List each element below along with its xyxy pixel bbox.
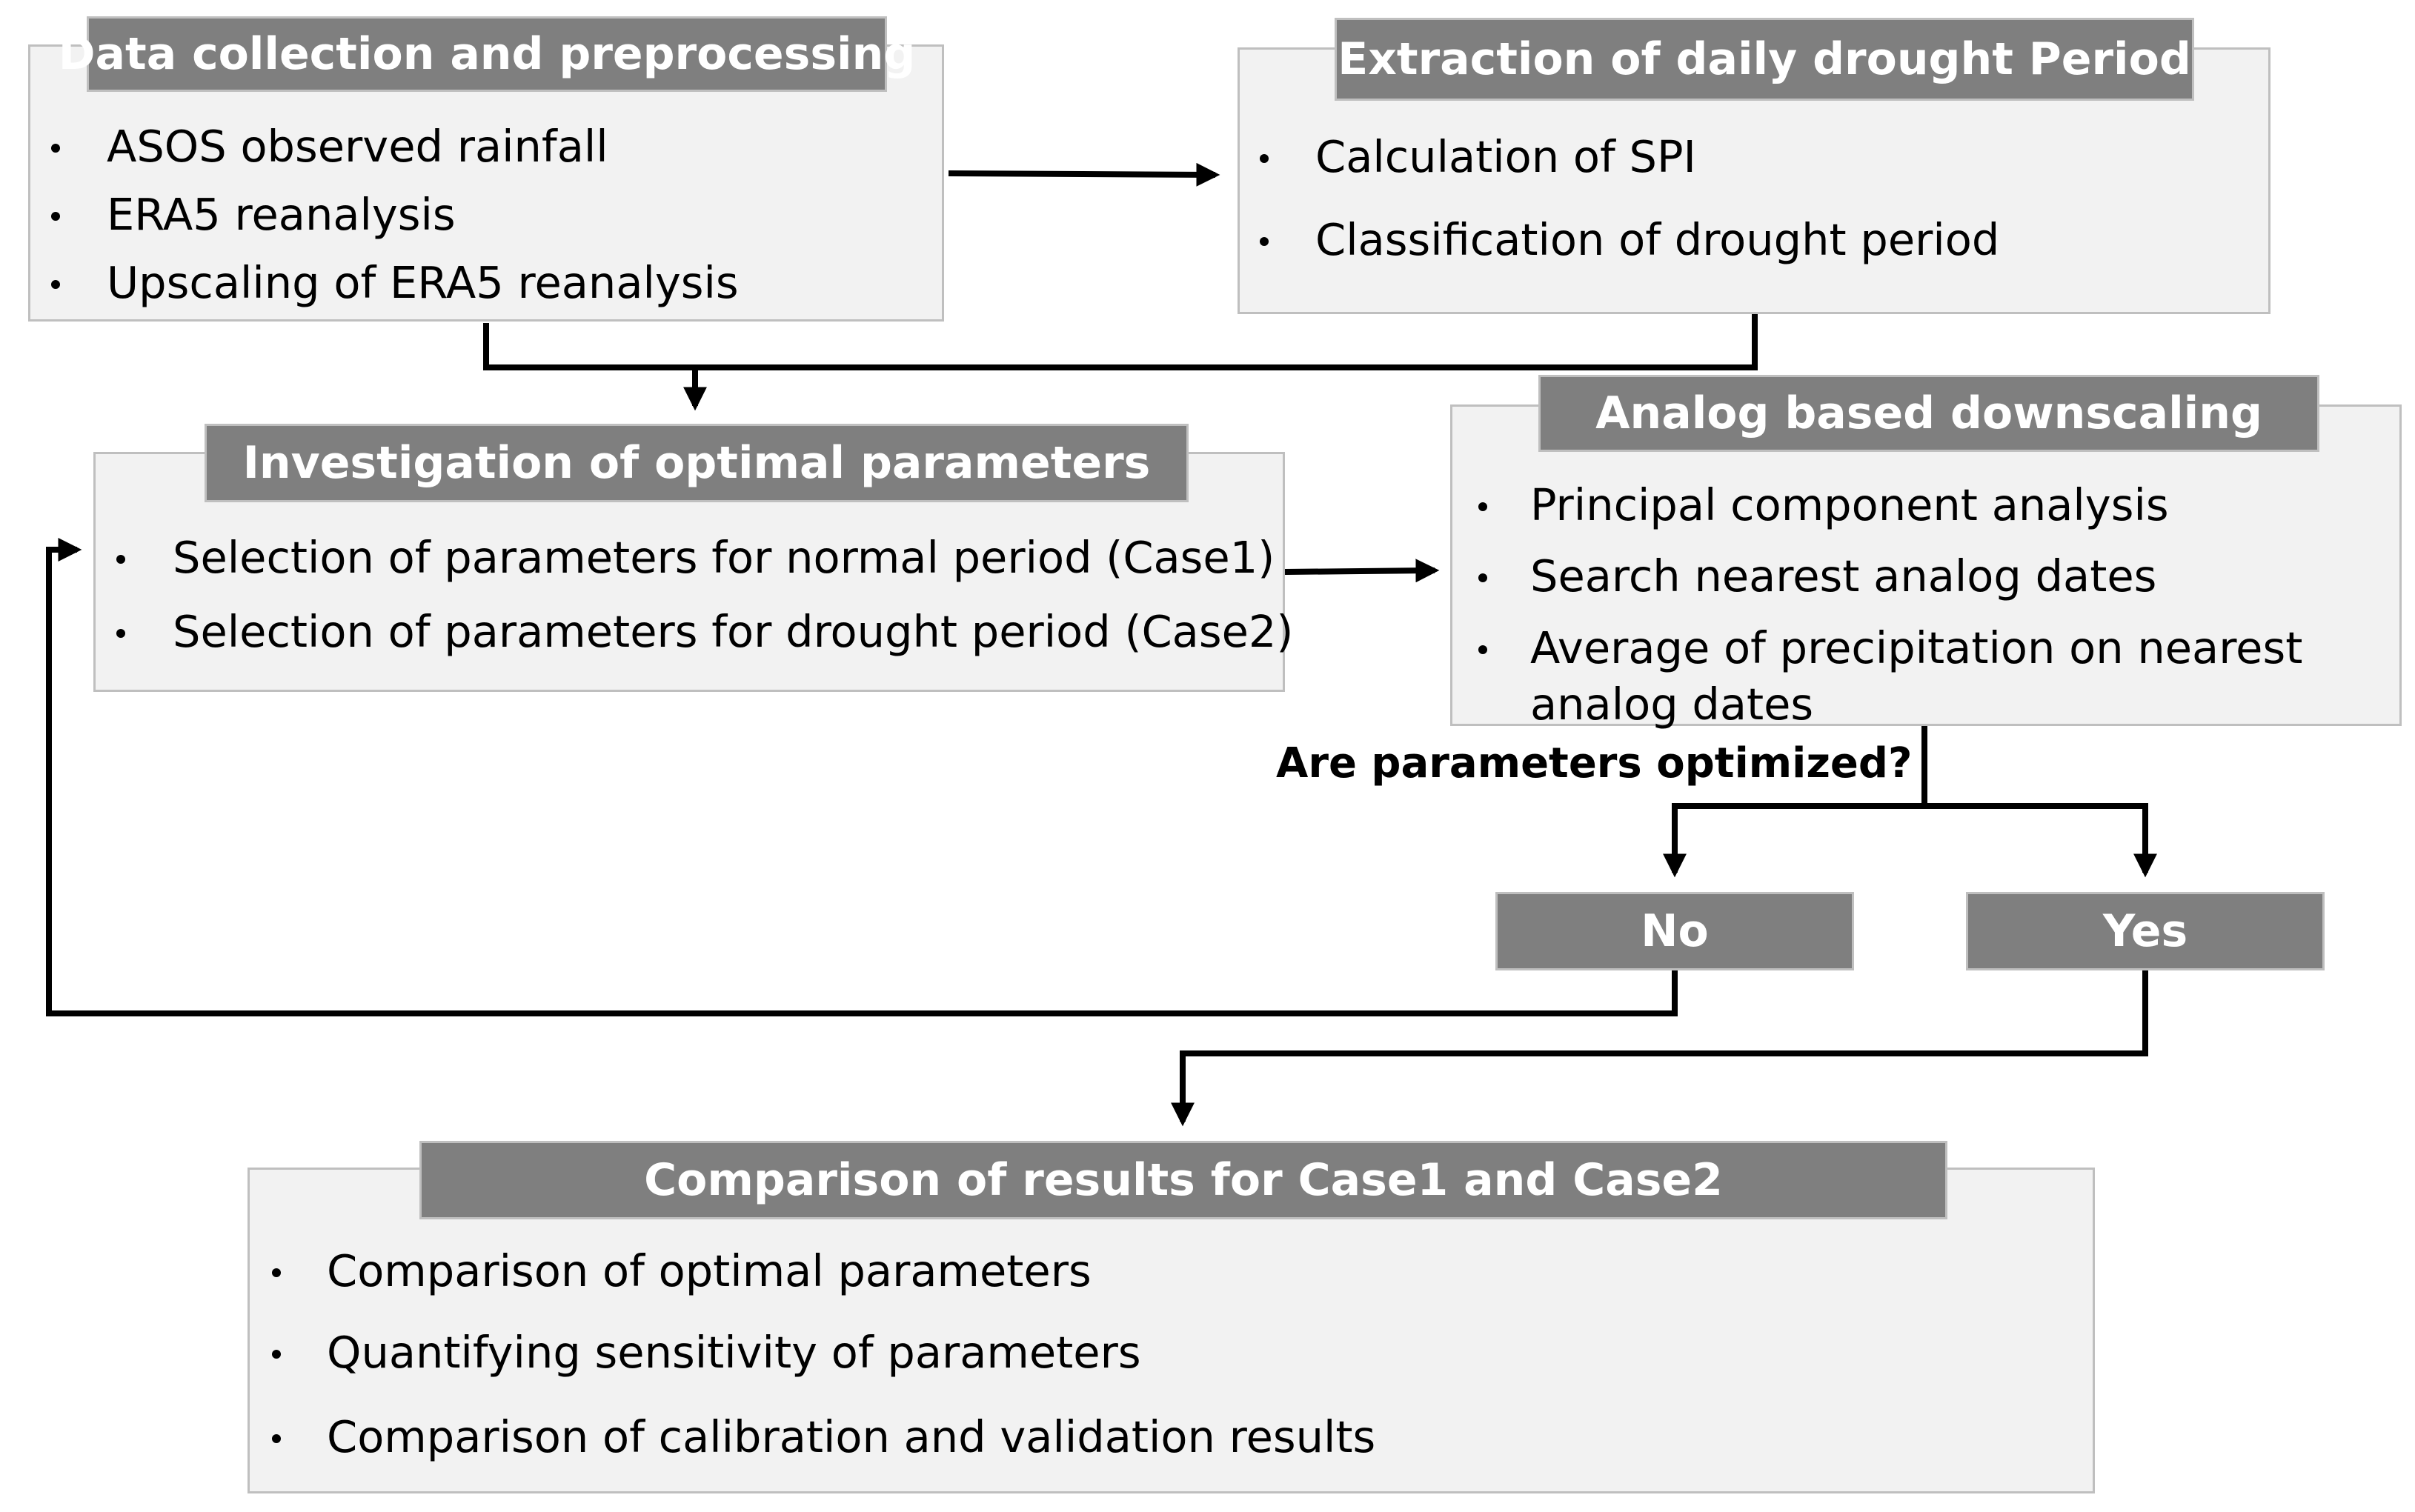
- arrow-collection-to-extraction: [948, 162, 1220, 187]
- bullet-icon: [116, 555, 125, 564]
- arrow-decision-to-no: [1663, 803, 1924, 878]
- analog-item-2: Search nearest analog dates: [1530, 550, 2157, 602]
- decision-question: Are parameters optimized?: [1276, 739, 1913, 787]
- bullet-icon: [272, 1434, 281, 1443]
- comparison-box: Comparison of optimal parameters Quantif…: [248, 1168, 2095, 1493]
- data-collection-header: Data collection and preprocessing: [59, 16, 915, 92]
- extraction-item-1: Calculation of SPI: [1315, 131, 1696, 182]
- bullet-icon: [51, 212, 60, 221]
- bullet-icon: [1478, 645, 1487, 654]
- bullet-icon: [51, 144, 60, 153]
- investigation-item-2: Selection of parameters for drought peri…: [173, 606, 1294, 657]
- comparison-header: Comparison of results for Case1 and Case…: [419, 1141, 1947, 1219]
- extraction-item-2: Classification of drought period: [1315, 214, 2000, 265]
- arrow-investigation-to-analog: [1284, 559, 1440, 583]
- investigation-item-1: Selection of parameters for normal perio…: [173, 532, 1275, 583]
- arrow-yes-to-comparison: [1171, 970, 2148, 1127]
- extraction-header: Extraction of daily drought Period: [1335, 18, 2194, 101]
- data-collection-item-1: ASOS observed rainfall: [107, 121, 608, 172]
- bullet-icon: [116, 629, 125, 638]
- arrow-decision-to-yes: [1924, 803, 2157, 878]
- line-collection-down: [483, 323, 695, 370]
- arrow-no-loop-back: [46, 538, 1678, 1016]
- analog-item-1: Principal component analysis: [1530, 479, 2169, 530]
- comparison-item-1: Comparison of optimal parameters: [327, 1245, 1092, 1296]
- investigation-header: Investigation of optimal parameters: [205, 424, 1189, 502]
- bullet-icon: [1260, 154, 1269, 163]
- bullet-icon: [51, 280, 60, 289]
- bullet-icon: [1260, 237, 1269, 246]
- comparison-item-2: Quantifying sensitivity of parameters: [327, 1327, 1141, 1378]
- bullet-icon: [272, 1268, 281, 1277]
- comparison-item-3: Comparison of calibration and validation…: [327, 1411, 1376, 1462]
- line-extraction-down: [695, 314, 1758, 370]
- bullet-icon: [1478, 502, 1487, 511]
- bullet-icon: [1478, 573, 1487, 582]
- no-box: No: [1495, 892, 1854, 970]
- bullet-icon: [272, 1350, 281, 1359]
- analog-box: Principal component analysis Search near…: [1450, 404, 2402, 730]
- analog-item-3: Average of precipitation on nearest anal…: [1530, 622, 2303, 730]
- data-collection-item-2: ERA5 reanalysis: [107, 189, 456, 240]
- yes-box: Yes: [1966, 892, 2325, 970]
- analog-header: Analog based downscaling: [1538, 375, 2319, 452]
- data-collection-item-3: Upscaling of ERA5 reanalysis: [107, 257, 739, 308]
